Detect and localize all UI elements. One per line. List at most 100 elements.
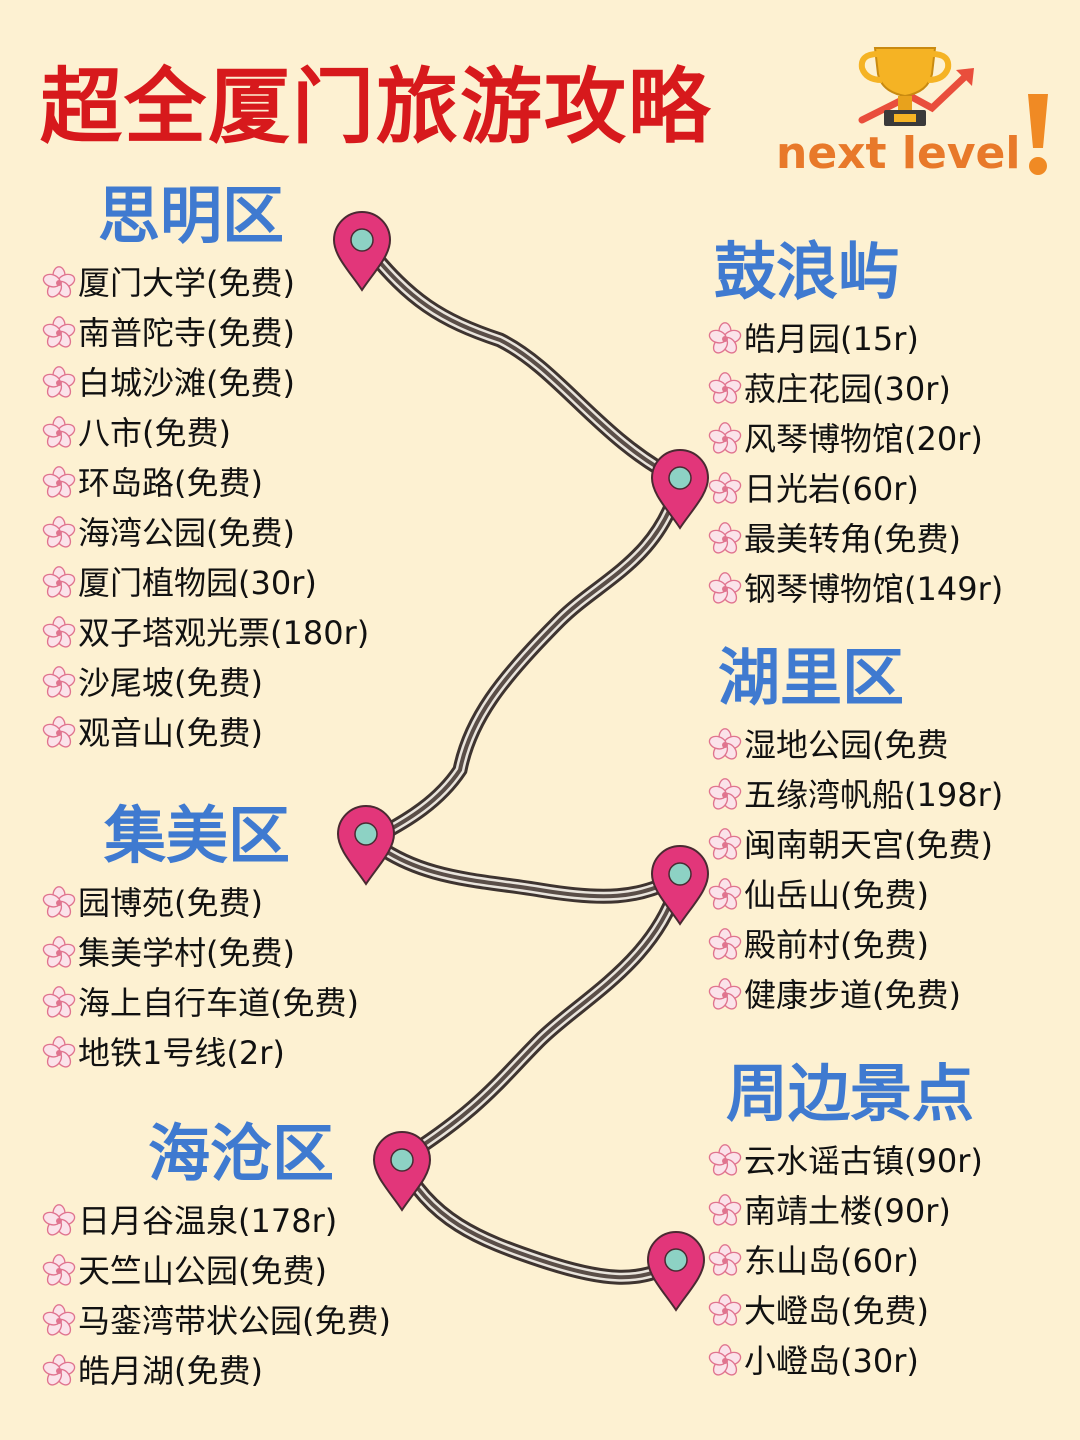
map-pin-icon	[646, 1231, 706, 1312]
sakura-flower-icon	[42, 1036, 76, 1068]
attraction-label: 厦门植物园(30r)	[78, 564, 317, 602]
attraction-item: 南普陀寺(免费)	[42, 308, 369, 358]
attraction-label: 厦门大学(免费)	[78, 264, 295, 302]
attraction-item: 环岛路(免费)	[42, 458, 369, 508]
section-jimei: 集美区 园博苑(免费) 集美学村(免费) 海上自行车道(免费) 地铁1号线(2r)	[42, 800, 359, 1078]
map-pin-icon	[650, 845, 710, 926]
map-pin-icon	[336, 805, 396, 886]
attraction-item: 南靖土楼(90r)	[708, 1186, 983, 1236]
sakura-flower-icon	[708, 572, 742, 604]
sakura-flower-icon	[42, 466, 76, 498]
attraction-list-gulangyu: 皓月园(15r)菽庄花园(30r)风琴博物馆(20r)日光岩(60r)最美转角(…	[708, 314, 1003, 614]
attraction-item: 日光岩(60r)	[708, 464, 1003, 514]
attraction-item: 皓月湖(免费)	[42, 1346, 391, 1396]
sakura-flower-icon	[708, 978, 742, 1010]
attraction-label: 东山岛(60r)	[744, 1242, 919, 1280]
map-pin-icon	[372, 1131, 432, 1212]
road-gulangyu-jimei-layer	[365, 475, 685, 845]
attraction-item: 天竺山公园(免费)	[42, 1246, 391, 1296]
attraction-item: 菽庄花园(30r)	[708, 364, 1003, 414]
sakura-flower-icon	[708, 1294, 742, 1326]
attraction-label: 健康步道(免费)	[744, 976, 961, 1014]
attraction-label: 观音山(免费)	[78, 714, 263, 752]
attraction-label: 海上自行车道(免费)	[78, 984, 359, 1022]
sakura-flower-icon	[42, 666, 76, 698]
attraction-item: 健康步道(免费)	[708, 970, 1003, 1020]
exclamation-mark: !	[1028, 94, 1048, 175]
attraction-item: 东山岛(60r)	[708, 1236, 983, 1286]
attraction-item: 地铁1号线(2r)	[42, 1028, 359, 1078]
attraction-item: 五缘湾帆船(198r)	[708, 770, 1003, 820]
sakura-flower-icon	[42, 516, 76, 548]
attraction-label: 南普陀寺(免费)	[78, 314, 295, 352]
sakura-flower-icon	[708, 1344, 742, 1376]
attraction-label: 湿地公园(免费	[744, 726, 949, 764]
attraction-list-haicang: 日月谷温泉(178r)天竺山公园(免费)马銮湾带状公园(免费)皓月湖(免费)	[42, 1196, 391, 1396]
attraction-label: 环岛路(免费)	[78, 464, 263, 502]
section-title-siming: 思明区	[98, 179, 285, 252]
sakura-flower-icon	[42, 886, 76, 918]
attraction-list-jimei: 园博苑(免费) 集美学村(免费) 海上自行车道(免费) 地铁1号线(2r)	[42, 878, 359, 1078]
attraction-item: 小嶝岛(30r)	[708, 1336, 983, 1386]
attraction-item: 仙岳山(免费)	[708, 870, 1003, 920]
attraction-item: 观音山(免费)	[42, 708, 369, 758]
sakura-flower-icon	[708, 878, 742, 910]
section-title-huli: 湖里区	[718, 641, 905, 714]
attraction-label: 日光岩(60r)	[744, 470, 919, 508]
attraction-item: 最美转角(免费)	[708, 514, 1003, 564]
section-title-gulangyu: 鼓浪屿	[714, 235, 901, 308]
logo-text: next level	[776, 128, 1021, 179]
attraction-item: 湿地公园(免费	[708, 720, 1003, 770]
road-siming-gulangyu-layer	[366, 246, 682, 482]
sakura-flower-icon	[42, 1354, 76, 1386]
section-haicang: 海沧区 日月谷温泉(178r)天竺山公园(免费)马銮湾带状公园(免费)皓月湖(免…	[42, 1118, 391, 1396]
sakura-flower-icon	[42, 1254, 76, 1286]
section-title-jimei: 集美区	[104, 799, 291, 872]
sakura-flower-icon	[42, 266, 76, 298]
attraction-item: 大嶝岛(免费)	[708, 1286, 983, 1336]
sakura-flower-icon	[708, 422, 742, 454]
road-huli-haicang-layer	[398, 874, 682, 1162]
attraction-label: 钢琴博物馆(149r)	[744, 570, 1004, 608]
attraction-item: 园博苑(免费)	[42, 878, 359, 928]
attraction-label: 双子塔观光票(180r)	[78, 614, 370, 652]
sakura-flower-icon	[708, 778, 742, 810]
road-haicang-zhoubian-layer	[398, 1158, 678, 1280]
attraction-label: 天竺山公园(免费)	[78, 1252, 327, 1290]
attraction-item: 殿前村(免费)	[708, 920, 1003, 970]
sakura-flower-icon	[42, 986, 76, 1018]
section-gulangyu: 鼓浪屿 皓月园(15r)菽庄花园(30r)风琴博物馆(20r)日光岩(60r)最…	[708, 236, 1003, 614]
attraction-label: 殿前村(免费)	[744, 926, 929, 964]
attraction-item: 白城沙滩(免费)	[42, 358, 369, 408]
attraction-label: 沙尾坡(免费)	[78, 664, 263, 702]
attraction-item: 海上自行车道(免费)	[42, 978, 359, 1028]
sakura-flower-icon	[708, 1244, 742, 1276]
attraction-label: 小嶝岛(30r)	[744, 1342, 919, 1380]
road-huli-haicang-layer	[392, 868, 688, 1168]
attraction-item: 闽南朝天宫(免费)	[708, 820, 1003, 870]
sakura-flower-icon	[42, 1204, 76, 1236]
attraction-label: 白城沙滩(免费)	[78, 364, 295, 402]
attraction-label: 马銮湾带状公园(免费)	[78, 1302, 391, 1340]
sakura-flower-icon	[708, 1144, 742, 1176]
sakura-flower-icon	[708, 828, 742, 860]
attraction-label: 南靖土楼(90r)	[744, 1192, 951, 1230]
attraction-label: 最美转角(免费)	[744, 520, 961, 558]
attraction-label: 地铁1号线(2r)	[78, 1034, 285, 1072]
section-zhoubian: 周边景点 云水谣古镇(90r)南靖土楼(90r)东山岛(60r)大嶝岛(免费)小…	[708, 1058, 983, 1386]
attraction-label: 仙岳山(免费)	[744, 876, 929, 914]
section-title-zhoubian: 周边景点	[726, 1057, 975, 1130]
attraction-item: 沙尾坡(免费)	[42, 658, 369, 708]
attraction-item: 马銮湾带状公园(免费)	[42, 1296, 391, 1346]
sakura-flower-icon	[42, 366, 76, 398]
sakura-flower-icon	[42, 566, 76, 598]
attraction-item: 海湾公园(免费)	[42, 508, 369, 558]
attraction-item: 厦门植物园(30r)	[42, 558, 369, 608]
attraction-list-siming: 厦门大学(免费) 南普陀寺(免费) 白城沙滩(免费) 八市(免费) 环岛路(免费) 海湾公…	[42, 258, 369, 758]
sakura-flower-icon	[708, 1194, 742, 1226]
sakura-flower-icon	[42, 616, 76, 648]
attraction-label: 集美学村(免费)	[78, 934, 295, 972]
attraction-label: 八市(免费)	[78, 414, 231, 452]
sakura-flower-icon	[708, 472, 742, 504]
